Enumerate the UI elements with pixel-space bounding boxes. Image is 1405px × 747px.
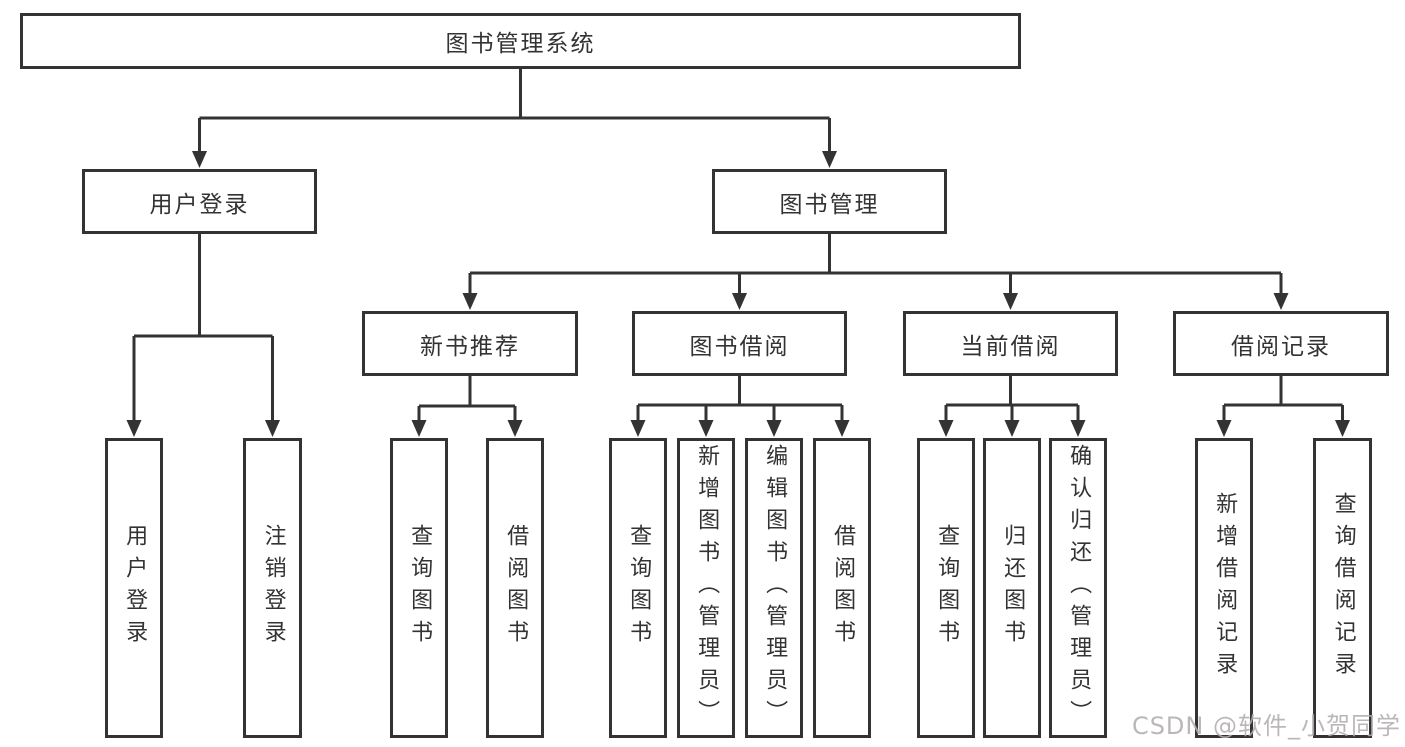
arrowhead	[1003, 293, 1018, 310]
node-borrowing-records: 借阅记录	[1173, 311, 1389, 376]
leaf-records-query-borrow-record: 查询借阅记录	[1313, 438, 1372, 738]
connector-book-management	[468, 234, 1283, 296]
connector-new-book-recommend	[417, 376, 517, 423]
arrowhead	[1335, 420, 1350, 437]
arrowhead	[1216, 420, 1232, 437]
connector-current-borrowing	[944, 376, 1080, 423]
connector-book-borrowing	[636, 376, 844, 423]
arrowhead	[192, 151, 207, 168]
leaf-records-add-borrow-record: 新增借阅记录	[1195, 438, 1253, 738]
leaf-current-confirm-return-admin: 确认归还（管理员）	[1049, 438, 1107, 738]
connector-user-login	[132, 234, 274, 423]
arrowhead	[126, 420, 142, 437]
arrowhead	[766, 420, 782, 437]
arrowhead	[462, 293, 478, 310]
leaf-current-query-books: 查询图书	[917, 438, 975, 738]
arrowhead	[834, 420, 850, 437]
arrowhead	[265, 420, 280, 437]
leaf-user-login: 用户登录	[105, 438, 163, 738]
node-root-library-management-system: 图书管理系统	[20, 13, 1021, 69]
node-new-book-recommend: 新书推荐	[362, 311, 578, 376]
leaf-recommend-query-books: 查询图书	[390, 438, 448, 738]
arrowhead	[732, 293, 747, 310]
connector-root	[198, 69, 831, 154]
leaf-recommend-borrow-books: 借阅图书	[486, 438, 544, 738]
leaf-borrowing-borrow-books: 借阅图书	[813, 438, 871, 738]
arrowhead	[411, 420, 427, 437]
arrowhead	[822, 151, 837, 168]
arrowhead	[1273, 293, 1289, 310]
csdn-watermark: CSDN @软件_小贺同学	[1131, 712, 1401, 740]
node-user-login: 用户登录	[82, 169, 317, 234]
arrowhead	[938, 420, 954, 437]
leaf-borrowing-edit-books-admin: 编辑图书（管理员）	[745, 438, 803, 738]
node-current-borrowing: 当前借阅	[903, 311, 1118, 376]
node-book-borrowing: 图书借阅	[632, 311, 847, 376]
arrowhead	[630, 420, 646, 437]
arrowhead	[698, 420, 714, 437]
leaf-borrowing-add-books-admin: 新增图书（管理员）	[677, 438, 735, 738]
leaf-borrowing-query-books: 查询图书	[609, 438, 667, 738]
connector-borrowing-records	[1222, 376, 1344, 423]
arrowhead	[507, 420, 523, 437]
arrowhead	[1004, 420, 1020, 437]
leaf-current-return-books: 归还图书	[983, 438, 1041, 738]
arrowhead	[1070, 420, 1086, 437]
leaf-logout: 注销登录	[243, 438, 302, 738]
node-book-management: 图书管理	[712, 169, 947, 234]
